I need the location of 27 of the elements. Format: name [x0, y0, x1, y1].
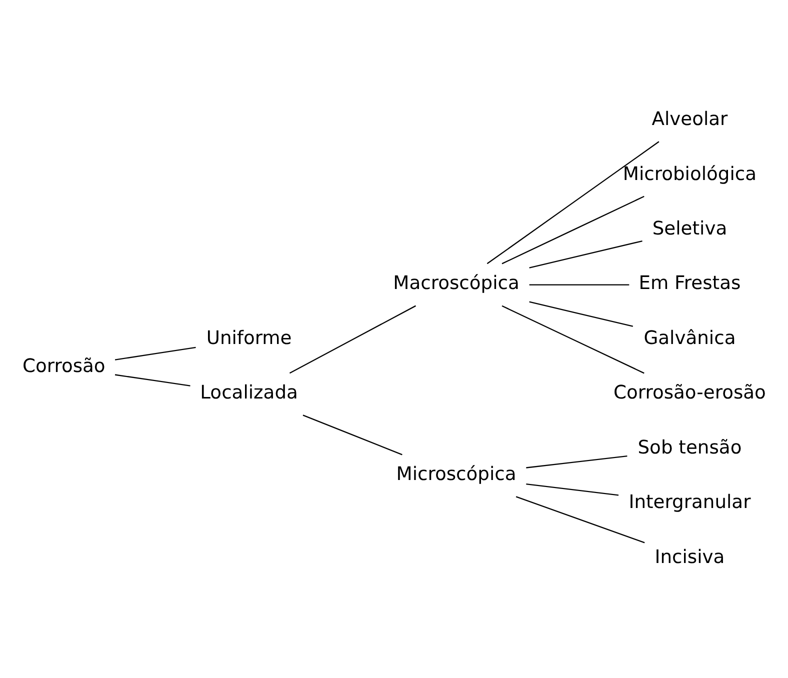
connector: [502, 304, 644, 374]
node-text: Intergranular: [628, 492, 751, 513]
node-text: Incisiva: [654, 546, 725, 568]
connector: [526, 454, 628, 468]
node-text: Em Frestas: [638, 272, 741, 294]
node-text: Macroscópica: [393, 272, 520, 294]
connector: [516, 496, 645, 543]
connector: [289, 304, 416, 374]
connector: [502, 195, 644, 264]
node-text: Seletiva: [652, 218, 728, 239]
connector: [114, 374, 190, 386]
node-text: Sob tensão: [638, 436, 742, 458]
node-text: Alveolar: [652, 108, 728, 130]
node-text: Microscópica: [396, 464, 516, 485]
connector: [529, 284, 630, 285]
connector: [529, 240, 642, 268]
connector: [302, 414, 402, 455]
node-text: Localizada: [200, 382, 298, 404]
connector: [529, 300, 634, 326]
node-text: Uniforme: [206, 327, 292, 348]
connector: [486, 140, 660, 264]
node-text: Corrosão: [22, 355, 106, 376]
connector: [526, 482, 619, 496]
node-text: Microbiológica: [622, 163, 757, 184]
node-text: Corrosão-erosão: [614, 382, 766, 404]
connector: [114, 346, 196, 360]
node-text: Galvânica: [644, 327, 736, 348]
